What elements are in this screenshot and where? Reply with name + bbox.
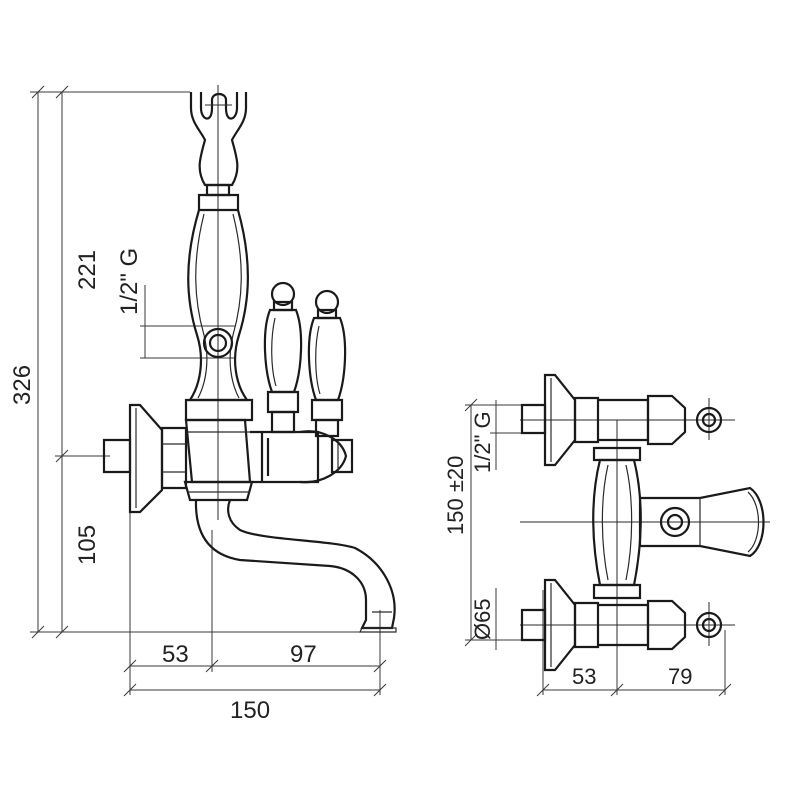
tick bbox=[373, 659, 387, 673]
column-inner bbox=[601, 464, 633, 581]
valve-cap bbox=[299, 430, 348, 484]
tick bbox=[31, 85, 45, 99]
column-bottom bbox=[592, 583, 642, 600]
spout bbox=[194, 499, 396, 630]
body-band bbox=[184, 398, 254, 422]
top-spout-outlet bbox=[659, 506, 691, 538]
dim-label-thread: 1/2" G bbox=[116, 248, 143, 315]
tick bbox=[464, 398, 478, 412]
lever-highlight bbox=[271, 317, 277, 387]
lever-highlight bbox=[315, 325, 321, 395]
handle-base-left bbox=[266, 390, 300, 414]
outlet-circle bbox=[202, 327, 234, 359]
handle-knob-right bbox=[314, 289, 340, 315]
valve-detail bbox=[260, 432, 270, 482]
tick bbox=[373, 683, 387, 697]
dim-label-326: 326 bbox=[9, 365, 36, 405]
lower-valve bbox=[646, 599, 687, 651]
dim-label-53: 53 bbox=[162, 641, 189, 668]
outlet-inner bbox=[208, 333, 228, 353]
dim-label-150-20: 150 ±20 bbox=[443, 456, 468, 535]
dim-label-221: 221 bbox=[74, 250, 101, 290]
top-spout-outlet-inner bbox=[666, 513, 684, 531]
valve-end bbox=[330, 438, 354, 474]
dim-label-97: 97 bbox=[290, 641, 317, 668]
dim-label-thread-top: 1/2" G bbox=[470, 411, 495, 473]
dim-label-diameter: Ø65 bbox=[470, 598, 495, 640]
dim-label-top-53: 53 bbox=[572, 664, 596, 689]
tick bbox=[718, 683, 732, 697]
handle-knob-left bbox=[270, 281, 296, 307]
handle-lever-right bbox=[307, 316, 347, 402]
spout-tip bbox=[359, 627, 397, 633]
upper-valve-cap bbox=[695, 406, 723, 434]
tick bbox=[610, 683, 624, 697]
lower-valve-cap bbox=[695, 611, 723, 639]
tick bbox=[123, 683, 137, 697]
lower-nut bbox=[573, 601, 600, 649]
upper-inlet bbox=[520, 403, 547, 435]
upper-valve-inner bbox=[701, 412, 717, 428]
vase-inner-left bbox=[195, 213, 208, 399]
dim-label-150: 150 bbox=[230, 697, 270, 724]
handle-stem-left bbox=[270, 410, 296, 434]
tick bbox=[464, 633, 478, 647]
tick bbox=[55, 449, 69, 463]
body-base bbox=[183, 480, 254, 502]
column-top bbox=[592, 446, 642, 462]
wall-flange bbox=[128, 403, 164, 514]
dim-label-105: 105 bbox=[74, 525, 101, 565]
valve-housing bbox=[250, 430, 320, 484]
handle-stem-right bbox=[314, 418, 340, 438]
side-view: 326 221 105 1/2" G 53 97 150 bbox=[9, 85, 397, 724]
lower-inlet bbox=[520, 608, 547, 642]
lower-valve-inner bbox=[701, 617, 717, 633]
tick bbox=[55, 85, 69, 99]
handle-base-right bbox=[310, 398, 344, 422]
top-spout bbox=[638, 486, 765, 558]
tick bbox=[31, 625, 45, 639]
tick bbox=[536, 683, 550, 697]
tick bbox=[205, 659, 219, 673]
spout-lines bbox=[699, 491, 759, 553]
top-view: 150 ±20 1/2" G Ø65 53 79 bbox=[443, 373, 770, 697]
tick bbox=[123, 659, 137, 673]
inlet-pipe bbox=[102, 438, 132, 474]
upper-valve bbox=[646, 394, 687, 446]
handle-lever-left bbox=[263, 308, 303, 394]
inlet-nut bbox=[160, 426, 188, 490]
dim-label-top-79: 79 bbox=[668, 664, 692, 689]
upper-nut bbox=[573, 396, 600, 444]
tick bbox=[55, 625, 69, 639]
vase-inner-right bbox=[229, 213, 242, 399]
